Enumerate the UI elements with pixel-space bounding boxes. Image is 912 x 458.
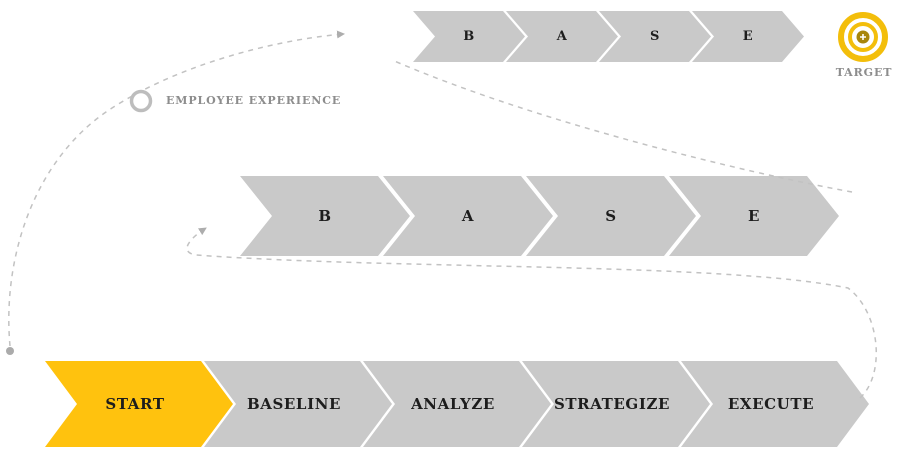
chevron-b-top: B	[413, 11, 525, 62]
chevron-label: A	[556, 29, 568, 44]
chevron-label: A	[461, 207, 475, 225]
employee-experience-node-icon	[129, 89, 153, 113]
chevron-label: B	[318, 207, 332, 225]
chevron-label: BASELINE	[246, 395, 342, 413]
target-plus-icon	[860, 34, 866, 40]
chevron-label: S	[650, 29, 660, 44]
target-label: TARGET	[835, 66, 893, 79]
chevron-label: B	[463, 29, 475, 44]
target-bullseye-icon	[838, 12, 888, 62]
employee-experience-label: EMPLOYEE EXPERIENCE	[166, 94, 342, 107]
chevron-label: E	[742, 29, 754, 44]
process-row-middle-base: B A S E	[240, 176, 850, 256]
process-row-top-base: B A S E	[413, 11, 813, 62]
target-middle-ring	[848, 22, 878, 52]
chevron-label: S	[605, 207, 617, 225]
chevron-b-mid: B	[240, 176, 410, 256]
chevron-label: E	[747, 207, 761, 225]
connector-middle-to-top	[391, 59, 853, 193]
target-center-dot	[856, 30, 870, 44]
chevron-label: STRATEGIZE	[553, 395, 671, 413]
start-dot-icon	[6, 347, 14, 355]
target-outer-ring	[838, 12, 888, 62]
process-row-main: START BASELINE ANALYZE STRATEGIZE EXECUT…	[45, 361, 885, 447]
chevron-label: ANALYZE	[411, 395, 495, 413]
chevron-start: START	[45, 361, 233, 447]
chevron-label: EXECUTE	[727, 395, 815, 413]
chevron-label: START	[105, 395, 165, 413]
